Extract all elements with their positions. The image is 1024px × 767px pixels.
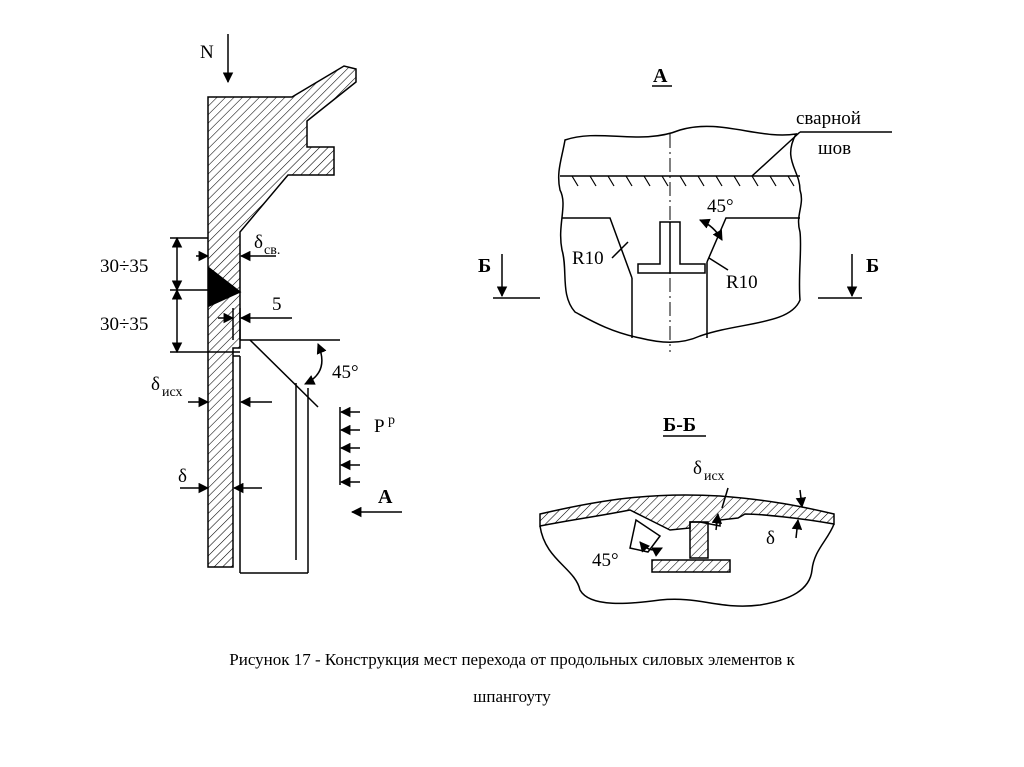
pressure-superscript: р <box>388 413 395 428</box>
dim-30-35-lower: 30÷35 <box>100 314 148 335</box>
view-a-title: А <box>653 65 668 87</box>
weld-label-line2: шов <box>818 138 851 159</box>
section-bb-outline <box>539 523 835 607</box>
delta-sv-label: δ <box>254 232 263 253</box>
view-a-outline <box>557 125 803 343</box>
stringer-bevel-line <box>249 339 319 408</box>
weld-label-line1: сварной <box>796 108 861 129</box>
weld-seam-ticks <box>571 175 795 187</box>
delta-isx-label: δ <box>151 374 160 395</box>
force-n-label: N <box>200 42 214 63</box>
stringer-t-rib <box>689 521 709 559</box>
skin-hatched <box>539 494 835 531</box>
pressure-label: P <box>374 416 385 437</box>
angle-45-view-a: 45° <box>707 196 734 217</box>
delta-isx-bb-label: δ <box>693 458 702 479</box>
section-bb-drawing <box>539 435 835 607</box>
frame-flange-hatched <box>207 65 357 568</box>
section-b-right: Б <box>866 255 879 277</box>
dim-30-35-upper: 30÷35 <box>100 256 148 277</box>
left-section-view <box>170 34 402 574</box>
section-bb-title: Б-Б <box>663 414 696 436</box>
view-a-arrow-label: А <box>378 486 393 508</box>
r10-left-label: R10 <box>572 248 604 269</box>
r10-right-label: R10 <box>726 272 758 293</box>
section-b-left: Б <box>478 255 491 277</box>
figure-caption-line1: Рисунок 17 - Конструкция мест перехода о… <box>229 650 795 669</box>
delta-sv-subscript: св. <box>264 243 280 258</box>
view-a-drawing <box>493 85 892 352</box>
dim-5-label: 5 <box>272 294 282 315</box>
delta-left-label: δ <box>178 466 187 487</box>
stringer-t-flange <box>651 559 731 573</box>
weld-triangle <box>208 266 242 308</box>
angle-45-bb: 45° <box>592 550 619 571</box>
delta-isx-subscript: исх <box>162 385 183 400</box>
angle-45-left: 45° <box>332 362 359 383</box>
figure-caption-line2: шпангоуту <box>473 687 551 706</box>
delta-bb-label: δ <box>766 528 775 549</box>
delta-isx-bb-subscript: исх <box>704 469 725 484</box>
